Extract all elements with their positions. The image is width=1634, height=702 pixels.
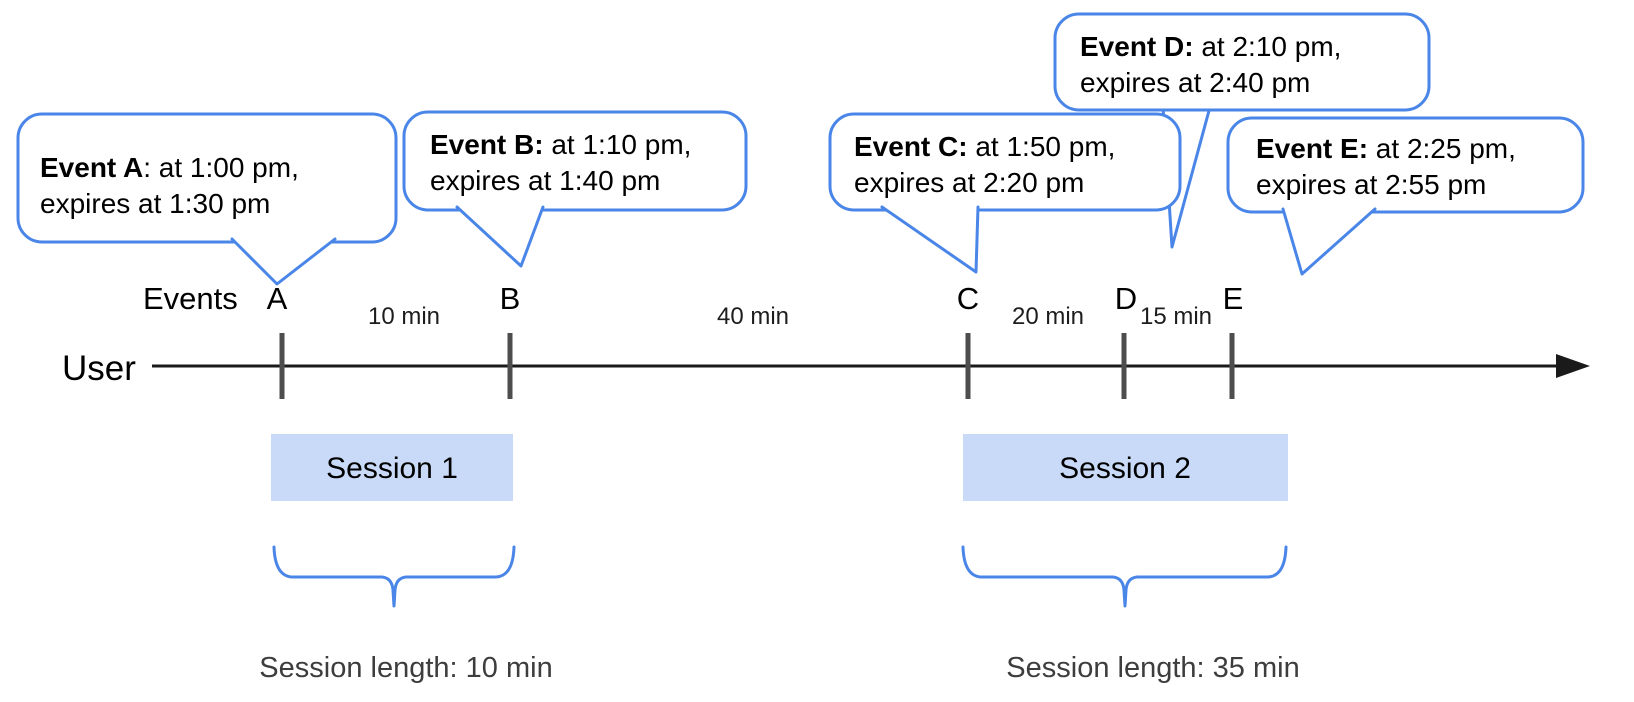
callout-event-c-tail	[880, 205, 980, 274]
session-1-label: Session 1	[326, 452, 458, 485]
session-1-box	[271, 434, 513, 501]
callout-event-a-tail	[230, 237, 337, 286]
callout-event-c-line2: expires at 2:20 pm	[854, 167, 1084, 198]
timeline-arrowhead-icon	[1556, 354, 1590, 378]
callout-event-e-line1: Event E: at 2:25 pm,	[1256, 133, 1516, 164]
callout-event-e-tail	[1281, 207, 1377, 276]
user-row-label: User	[62, 349, 136, 388]
session-1-length-label: Session length: 10 min	[259, 652, 552, 684]
callout-event-c: Event C: at 1:50 pm, expires at 2:20 pm	[828, 112, 1182, 274]
gap-label-b-c: 40 min	[717, 303, 789, 330]
callout-event-d-line1: Event D: at 2:10 pm,	[1080, 31, 1341, 62]
session-1-brace	[272, 545, 516, 608]
callout-event-e-box	[1226, 116, 1585, 214]
events-row-label: Events	[143, 281, 238, 316]
callout-event-b-line2: expires at 1:40 pm	[430, 165, 660, 196]
callout-event-a-line2: expires at 1:30 pm	[40, 188, 270, 219]
callout-event-b-line1: Event B: at 1:10 pm,	[430, 129, 691, 160]
callout-event-d-line2: expires at 2:40 pm	[1080, 67, 1310, 98]
gap-label-c-d: 20 min	[1012, 303, 1084, 330]
callout-event-a-box	[16, 112, 398, 244]
event-letter-c: C	[957, 281, 979, 316]
event-letter-b: B	[500, 281, 521, 316]
session-2-label: Session 2	[1059, 452, 1191, 485]
gap-label-a-b: 10 min	[368, 303, 440, 330]
event-letter-d: D	[1115, 281, 1137, 316]
callout-event-a-line1: Event A: at 1:00 pm,	[40, 152, 299, 183]
callout-event-e-line2: expires at 2:55 pm	[1256, 169, 1486, 200]
callout-event-e: Event E: at 2:25 pm, expires at 2:55 pm	[1226, 116, 1585, 276]
callout-event-a: Event A: at 1:00 pm, expires at 1:30 pm	[16, 112, 398, 286]
callout-event-b: Event B: at 1:10 pm, expires at 1:40 pm	[402, 110, 748, 268]
callout-event-b-box	[402, 110, 748, 212]
callout-event-c-box	[828, 112, 1182, 212]
gap-label-d-e: 15 min	[1140, 303, 1212, 330]
callout-event-c-line1: Event C: at 1:50 pm,	[854, 131, 1115, 162]
event-letter-e: E	[1223, 281, 1244, 316]
callout-event-d-box	[1053, 12, 1431, 112]
callout-event-d: Event D: at 2:10 pm, expires at 2:40 pm	[1053, 12, 1431, 112]
session-2-box	[963, 434, 1288, 501]
event-letter-a: A	[267, 281, 288, 316]
callout-event-b-tail	[455, 205, 545, 268]
session-2-length-label: Session length: 35 min	[1006, 652, 1299, 684]
session-2-brace	[961, 545, 1288, 608]
